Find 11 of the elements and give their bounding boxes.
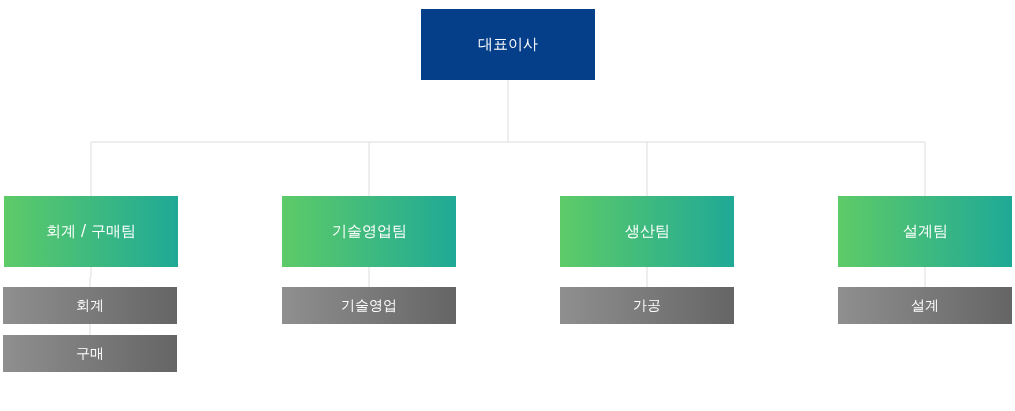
unit-box: 기술영업: [282, 287, 456, 324]
team-box: 회계 / 구매팀: [4, 196, 178, 267]
unit-box: 구매: [3, 335, 177, 372]
team-box: 기술영업팀: [282, 196, 456, 267]
unit-box: 가공: [560, 287, 734, 324]
unit-box: 회계: [3, 287, 177, 324]
connector-line: [90, 79, 926, 197]
team-box: 설계팀: [838, 196, 1012, 267]
team-box: 생산팀: [560, 196, 734, 267]
position-box: 대표이사: [421, 9, 595, 80]
unit-box: 설계: [838, 287, 1012, 324]
